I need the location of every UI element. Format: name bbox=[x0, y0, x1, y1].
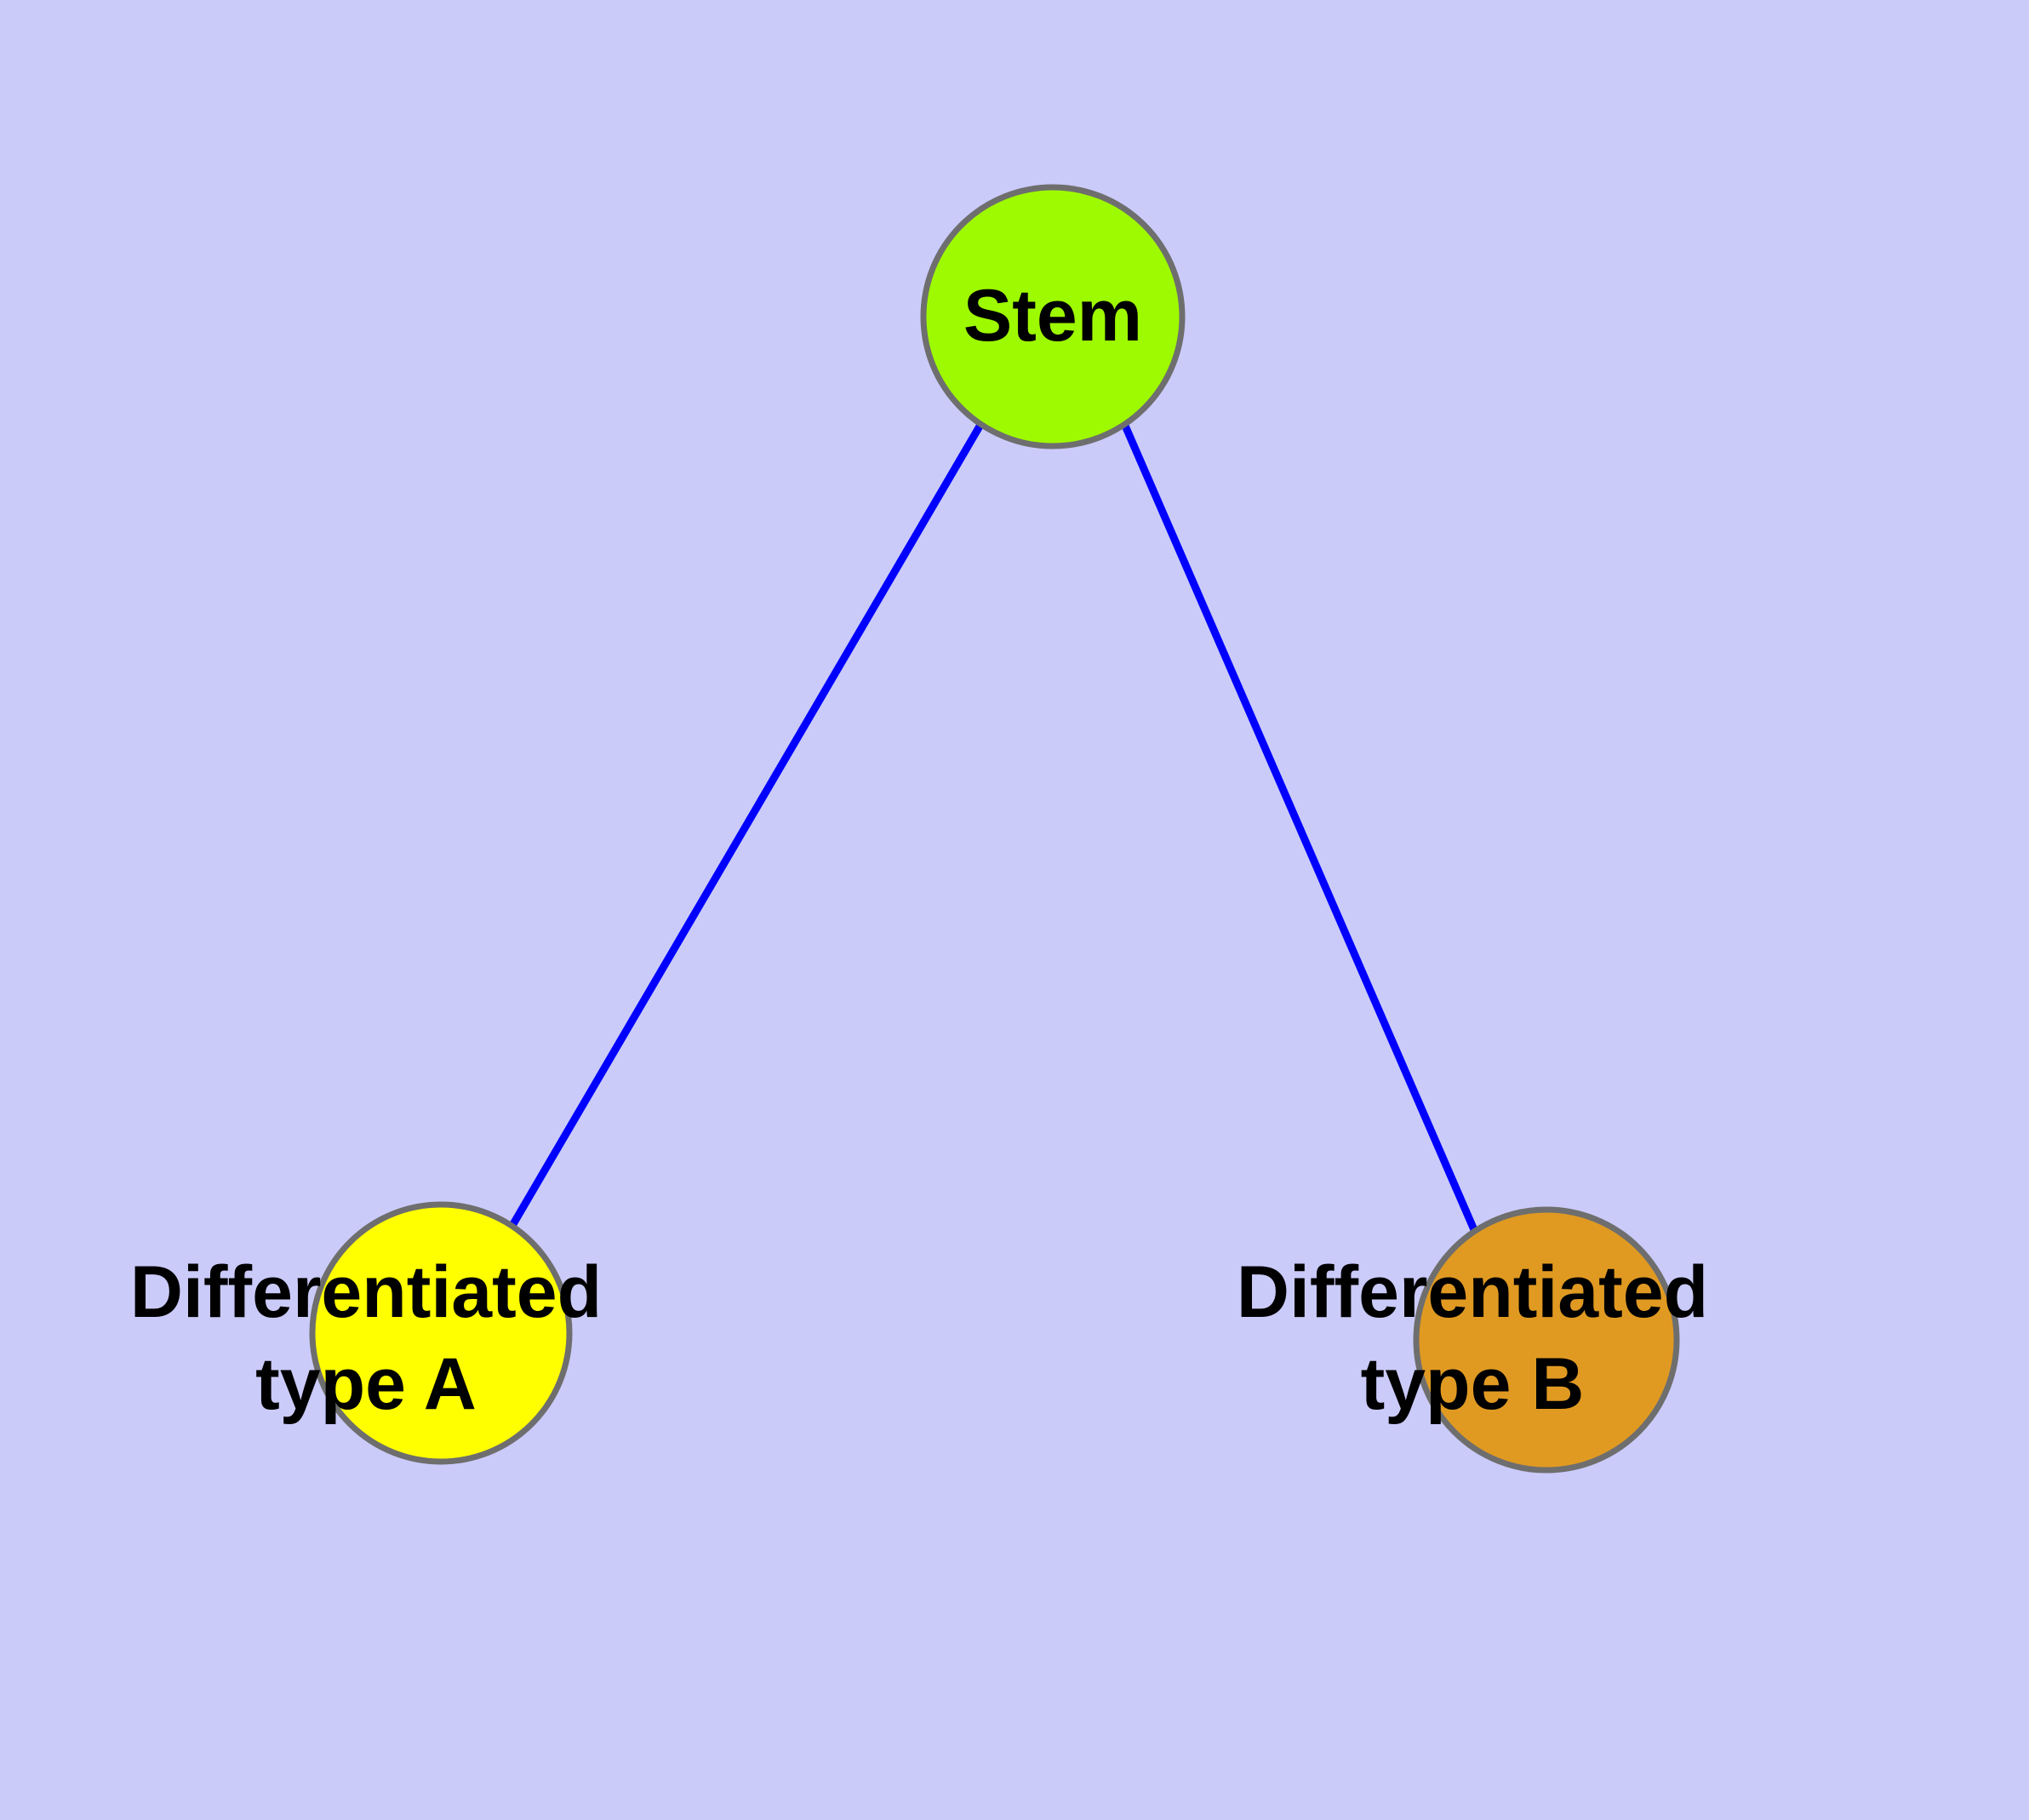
edge-stem-to-differentiated-type-a[interactable] bbox=[510, 422, 984, 1227]
node-differentiated-type-a[interactable] bbox=[309, 1201, 573, 1465]
node-label-differentiated-type-a-line2: type A bbox=[255, 1343, 477, 1425]
nodes-group bbox=[309, 184, 1680, 1474]
node-label-differentiated-type-a-line1: Differentiated bbox=[130, 1251, 602, 1333]
node-circle-stem[interactable] bbox=[920, 184, 1186, 449]
node-stem[interactable] bbox=[920, 184, 1186, 449]
labels-group: Stem Differentiated type A Differentiate… bbox=[130, 275, 1708, 1425]
node-label-differentiated-type-b-line2: type B bbox=[1361, 1343, 1585, 1425]
node-circle-differentiated-type-a[interactable] bbox=[309, 1201, 573, 1465]
node-differentiated-type-b[interactable] bbox=[1413, 1206, 1680, 1474]
node-circle-differentiated-type-b[interactable] bbox=[1413, 1206, 1680, 1474]
edges-group bbox=[510, 422, 1479, 1233]
edge-stem-to-differentiated-type-b[interactable] bbox=[1121, 424, 1479, 1233]
node-label-differentiated-type-b-line1: Differentiated bbox=[1237, 1251, 1708, 1333]
node-label-stem-line1: Stem bbox=[963, 275, 1142, 357]
